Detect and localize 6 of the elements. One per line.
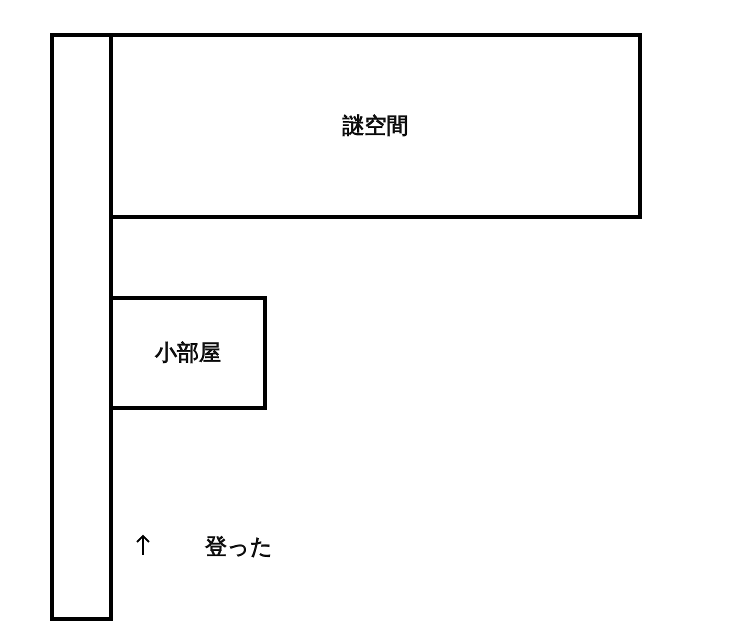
corridor-bar bbox=[50, 33, 113, 621]
room-box bbox=[113, 33, 642, 219]
room-label: 小部屋 bbox=[155, 340, 221, 368]
note-text: 登った bbox=[205, 534, 273, 562]
room-box bbox=[113, 296, 267, 410]
room-label: 謎空間 bbox=[342, 113, 408, 141]
